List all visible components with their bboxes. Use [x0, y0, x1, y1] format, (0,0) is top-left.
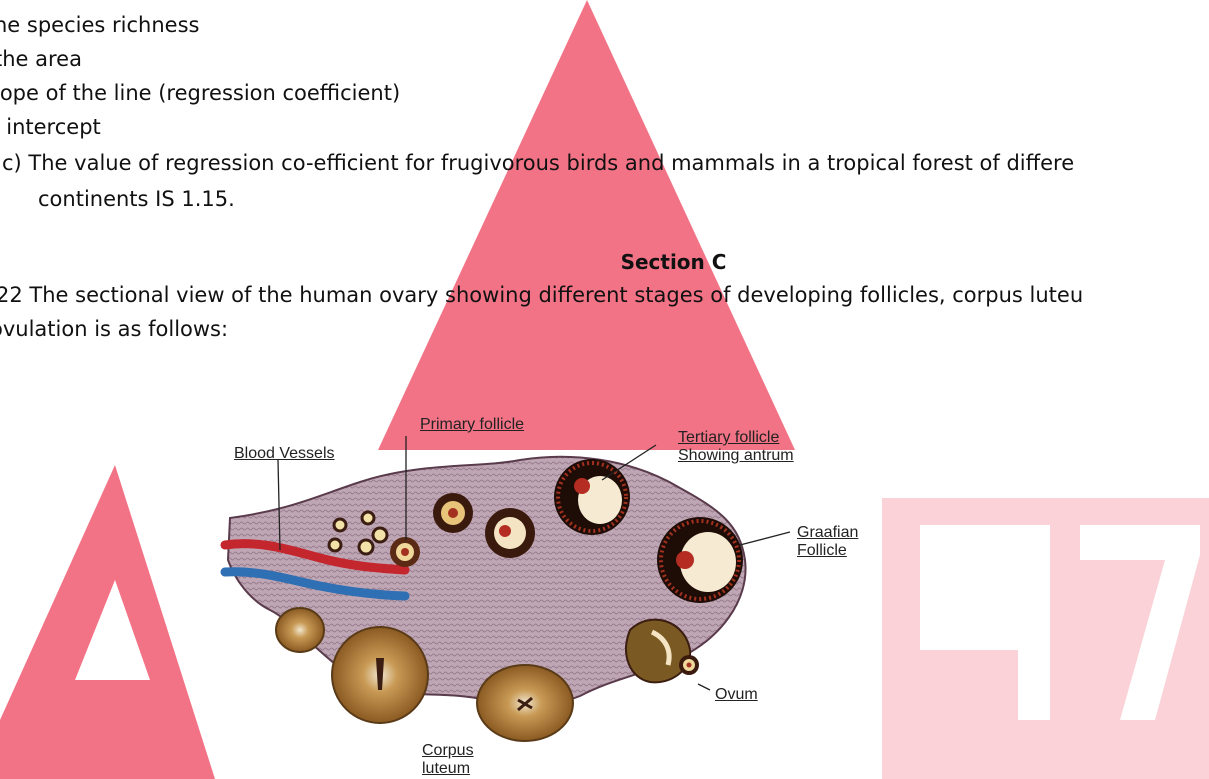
label-tertiary-follicle: Tertiary follicle — [678, 429, 779, 447]
corpus-luteum-small — [276, 608, 324, 652]
label-primary-follicle: Primary follicle — [420, 416, 524, 434]
label-blood-vessels: Blood Vessels — [234, 445, 335, 463]
label-follicle: Follicle — [797, 542, 847, 560]
primary-follicle — [390, 537, 420, 567]
label-corpus: Corpus — [422, 742, 474, 760]
label-luteum: luteum — [422, 760, 470, 778]
corpus-luteum-large — [332, 627, 428, 723]
label-showing-antrum: Showing antrum — [678, 447, 794, 465]
label-graafian: Graafian — [797, 524, 858, 542]
question-line-1: 22 The sectional view of the human ovary… — [0, 282, 1083, 308]
tertiary-follicle — [554, 459, 630, 535]
question-line-2: ovulation is as follows: — [0, 316, 228, 342]
ovum — [679, 655, 699, 675]
text-line-regression-value: c) The value of regression co-efficient … — [2, 150, 1074, 176]
text-line-intercept: - intercept — [0, 114, 101, 140]
secondary-follicle — [433, 493, 473, 533]
text-line-area: the area — [0, 46, 82, 72]
label-ovum: Ovum — [715, 686, 758, 704]
text-line-species-richness: he species richness — [0, 12, 199, 38]
graafian-follicle — [657, 517, 743, 603]
section-title: Section C — [0, 250, 1209, 274]
text-line-continents: continents IS 1.15. — [38, 186, 235, 212]
ovary-diagram: Primary follicle Blood Vessels Tertiary … — [180, 400, 900, 779]
corpus-luteum-medium — [477, 665, 573, 741]
early-tertiary-follicle — [485, 508, 535, 558]
text-line-slope: lope of the line (regression coefficient… — [0, 80, 400, 106]
